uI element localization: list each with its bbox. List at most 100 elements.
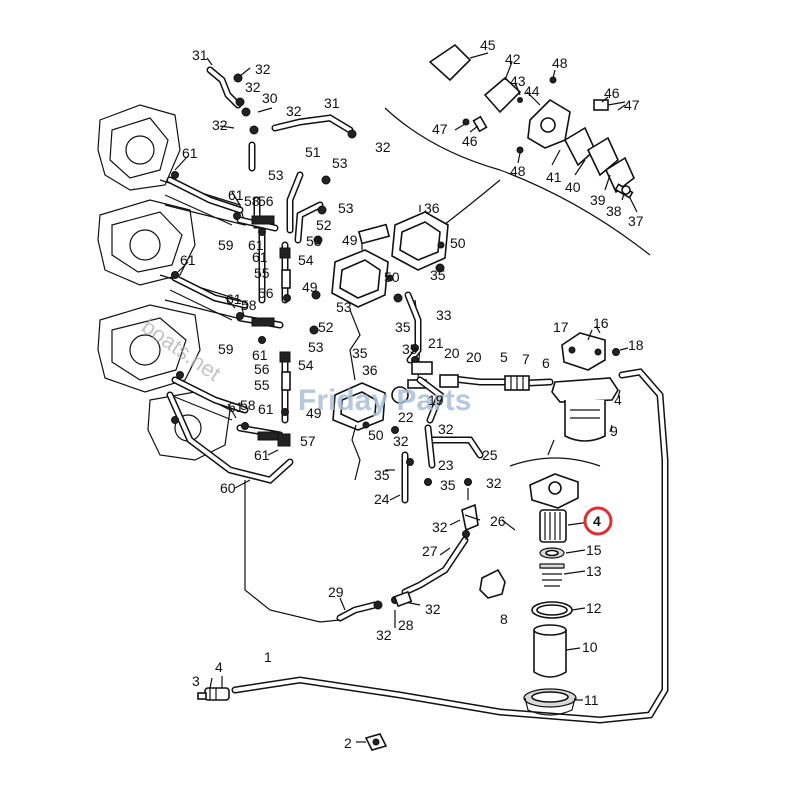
callout-36: 36	[362, 362, 378, 378]
callout-53: 53	[308, 339, 324, 355]
callout-58: 58	[241, 297, 257, 313]
callout-31: 31	[324, 95, 340, 111]
callout-60: 60	[220, 480, 236, 496]
callout-61: 61	[182, 145, 198, 161]
callout-28: 28	[398, 617, 414, 633]
callout-36: 36	[424, 200, 440, 216]
callout-53: 53	[268, 167, 284, 183]
callout-3: 3	[192, 673, 200, 689]
callout-32: 32	[255, 61, 271, 77]
callout-61: 61	[228, 399, 244, 415]
callout-4: 4	[614, 392, 622, 408]
callout-20: 20	[466, 349, 482, 365]
callout-50: 50	[384, 269, 400, 285]
callout-55: 55	[254, 377, 270, 393]
callout-numbers: 31 32 32 30 32 32 31 32 51 53 61 53 61 5…	[180, 37, 644, 751]
callout-25: 25	[482, 447, 498, 463]
leader-lines	[174, 57, 516, 628]
callout-32: 32	[438, 421, 454, 437]
callout-49: 49	[342, 232, 358, 248]
callout-61: 61	[180, 252, 196, 268]
callout-32: 32	[286, 103, 302, 119]
callout-56: 56	[258, 193, 274, 209]
connector-parts	[197, 676, 388, 751]
callout-35: 35	[395, 319, 411, 335]
callout-32: 32	[245, 79, 261, 95]
callout-50: 50	[368, 427, 384, 443]
pump-gasket-45	[428, 43, 472, 82]
callout-19: 19	[428, 392, 444, 408]
callout-26: 26	[490, 513, 506, 529]
callout-47: 47	[432, 121, 448, 137]
callout-44: 44	[524, 83, 540, 99]
callout-45: 45	[480, 37, 496, 53]
callout-29: 29	[328, 584, 344, 600]
callout-23: 23	[438, 457, 454, 473]
callout-52: 52	[316, 217, 332, 233]
callout-24: 24	[374, 491, 390, 507]
callout-22: 22	[398, 409, 414, 425]
callout-55: 55	[254, 265, 270, 281]
callout-38: 38	[606, 203, 622, 219]
watermark-brand: Friday Parts	[298, 384, 471, 417]
callout-32: 32	[393, 433, 409, 449]
callout-4: 4	[215, 659, 223, 675]
callout-39: 39	[590, 192, 606, 208]
highlight-ring[interactable]	[583, 506, 613, 536]
callout-32: 32	[212, 117, 228, 133]
callout-37: 37	[628, 213, 644, 229]
callout-61: 61	[248, 237, 264, 253]
callout-61: 61	[254, 447, 270, 463]
callout-51: 51	[305, 144, 321, 160]
callout-35: 35	[440, 477, 456, 493]
callout-41: 41	[546, 169, 562, 185]
callout-18: 18	[628, 337, 644, 353]
callout-59: 59	[218, 237, 234, 253]
gasket-40	[586, 136, 619, 177]
callout-42: 42	[505, 51, 521, 67]
callout-58: 58	[240, 397, 256, 413]
callout-2: 2	[344, 735, 352, 751]
callout-53: 53	[306, 233, 322, 249]
callout-13: 13	[586, 563, 602, 579]
callout-20: 20	[444, 345, 460, 361]
callout-16: 16	[593, 315, 609, 331]
line-60-to-29	[244, 480, 341, 623]
valve-46	[593, 99, 609, 111]
callout-35: 35	[374, 467, 390, 483]
callout-57: 57	[300, 433, 316, 449]
callout-35: 35	[352, 345, 368, 361]
callout-61: 61	[258, 401, 274, 417]
callout-35: 35	[402, 341, 418, 357]
callout-11: 11	[584, 692, 599, 708]
callout-17: 17	[553, 319, 569, 335]
callout-32: 32	[486, 475, 502, 491]
callout-58: 58	[244, 193, 260, 209]
callout-56: 56	[258, 285, 274, 301]
diaphragm-41	[563, 126, 596, 167]
callout-6: 6	[542, 355, 550, 371]
callout-32: 32	[376, 627, 392, 643]
callout-61: 61	[252, 249, 268, 265]
callout-32: 32	[432, 519, 448, 535]
callout-52: 52	[318, 319, 334, 335]
callout-50: 50	[450, 235, 466, 251]
callout-46: 46	[462, 133, 478, 149]
callout-61: 61	[228, 187, 244, 203]
callout-46: 46	[604, 85, 620, 101]
callout-48: 48	[510, 163, 526, 179]
callout-54: 54	[298, 357, 314, 373]
callout-53: 53	[338, 200, 354, 216]
callout-21: 21	[428, 335, 444, 351]
callout-61: 61	[226, 291, 242, 307]
highlight-callout-number[interactable]: 4	[593, 513, 601, 529]
cover-39	[604, 156, 635, 194]
callout-40: 40	[565, 179, 581, 195]
callout-27: 27	[422, 543, 438, 559]
callout-56: 56	[254, 361, 270, 377]
callout-1: 1	[264, 649, 272, 665]
callout-7: 7	[522, 351, 530, 367]
callout-15: 15	[586, 542, 602, 558]
